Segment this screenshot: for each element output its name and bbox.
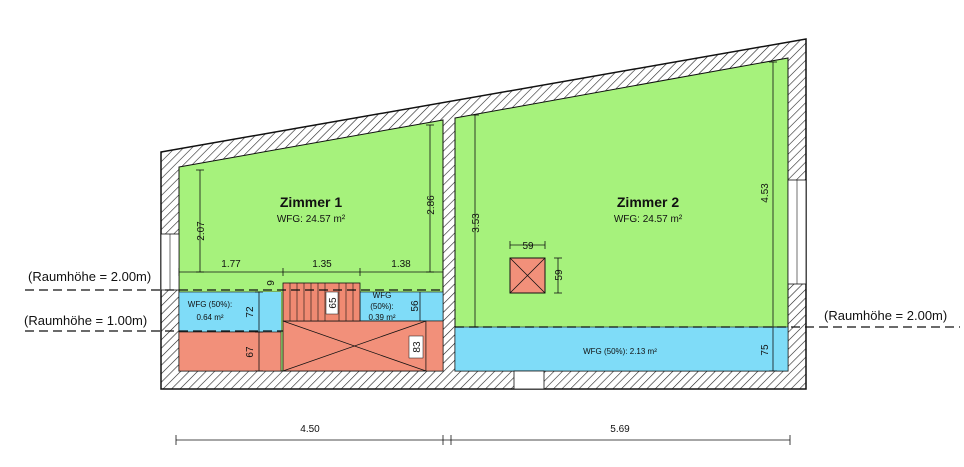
dim-r-right-height: 4.53 xyxy=(760,183,771,203)
staircase xyxy=(282,282,361,322)
half-area-middle-line-2: (50%): xyxy=(370,302,394,311)
door-bottom xyxy=(513,370,545,390)
zimmer-1-half-area-edge xyxy=(259,292,281,332)
half-area-middle-line-1: WFG xyxy=(373,291,392,300)
room-2-title: Zimmer 2 xyxy=(617,194,679,210)
chimney xyxy=(509,257,546,294)
half-area-middle-line-3: 0.39 m² xyxy=(368,313,395,322)
height-label-left-upper: (Raumhöhe = 2.00m) xyxy=(28,269,151,284)
dim-small-nine: 9 xyxy=(266,280,277,286)
dim-total-right: 5.69 xyxy=(610,424,630,435)
dim-h65: 65 xyxy=(328,297,339,309)
half-area-left-line-2: 0.64 m² xyxy=(196,313,223,322)
dim-seg-a: 1.77 xyxy=(221,259,241,270)
half-area-left-line-1: WFG (50%): xyxy=(188,300,232,309)
dim-r-left-height: 3.53 xyxy=(471,213,482,233)
height-label-left-lower: (Raumhöhe = 1.00m) xyxy=(24,313,147,328)
room-1-area: WFG: 24.57 m² xyxy=(277,214,346,225)
stair-void-cross-2 xyxy=(282,320,427,372)
room-2-area: WFG: 24.57 m² xyxy=(614,214,683,225)
dim-h83: 83 xyxy=(412,341,423,353)
dim-seg-c: 1.38 xyxy=(391,259,411,270)
dim-seg-b: 1.35 xyxy=(312,259,332,270)
dim-total-left: 4.50 xyxy=(300,424,320,435)
zimmer-1-low-area xyxy=(178,331,282,372)
dim-h56: 56 xyxy=(410,300,421,312)
height-label-right: (Raumhöhe = 2.00m) xyxy=(824,308,947,323)
dim-left-height: 2.07 xyxy=(196,221,207,241)
dim-chimney-h: 59 xyxy=(554,269,565,281)
zimmer-1-half-area-middle xyxy=(359,291,444,322)
dim-mid-height: 2.86 xyxy=(426,195,437,215)
dim-h67: 67 xyxy=(245,346,256,358)
dim-chimney-w: 59 xyxy=(522,241,534,252)
half-area-bottom-right: WFG (50%): 2.13 m² xyxy=(583,347,657,356)
dim-h72: 72 xyxy=(245,306,256,318)
zimmer-1-low-area-right xyxy=(425,320,444,372)
dim-r-bottom: 75 xyxy=(760,344,771,356)
room-1-title: Zimmer 1 xyxy=(280,194,342,210)
zimmer-2-half-area xyxy=(454,326,789,372)
